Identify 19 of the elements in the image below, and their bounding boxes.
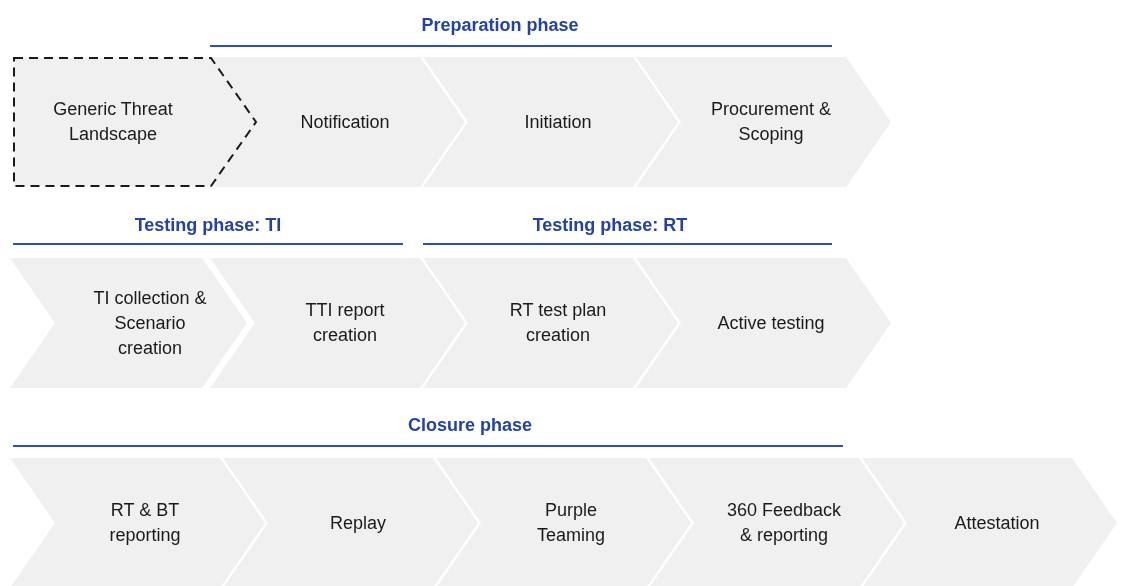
step-label: 360 Feedback & reporting <box>725 499 843 547</box>
step-label: Initiation <box>524 110 592 134</box>
step-label: RT test plan creation <box>508 299 608 347</box>
step-label: Active testing <box>717 311 825 335</box>
dashed-pentagon-step <box>13 57 258 187</box>
phase-heading: Closure phase <box>408 414 532 437</box>
step-label: RT & BT reporting <box>108 499 182 547</box>
phase-heading: Testing phase: TI <box>134 214 282 237</box>
step-label: Procurement & Scoping <box>709 98 833 146</box>
step-label: Notification <box>300 110 390 134</box>
step-label: Replay <box>330 511 386 535</box>
step-label: TTI report creation <box>304 299 386 347</box>
step-label: TI collection & Scenario creation <box>92 286 208 360</box>
step-label: Generic Threat Landscape <box>52 98 174 146</box>
phase-heading: Preparation phase <box>421 14 579 37</box>
chevron-step <box>210 57 465 187</box>
step-label: Purple Teaming <box>535 499 606 547</box>
step-label: Attestation <box>954 511 1040 535</box>
phase-heading: Testing phase: RT <box>532 214 688 237</box>
